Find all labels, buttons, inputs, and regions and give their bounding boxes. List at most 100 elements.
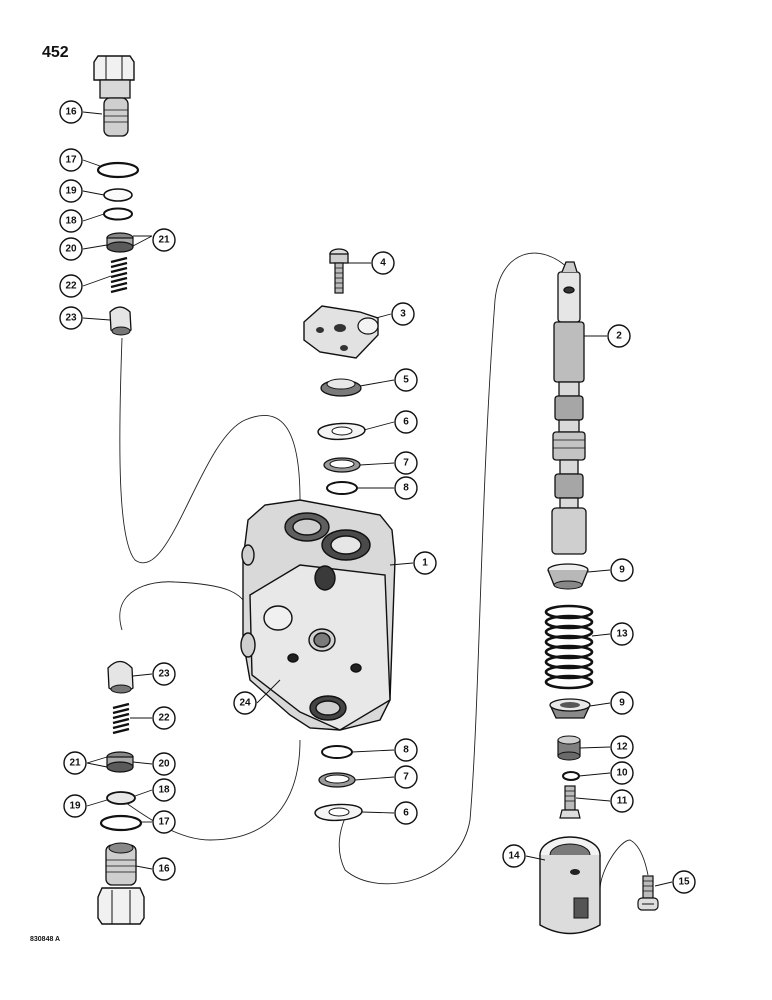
part-22-spring-top <box>110 256 128 294</box>
part-6-spacer-bottom <box>314 803 363 822</box>
part-16-plug-bottom <box>97 842 145 925</box>
part-20-21-seat-bottom <box>106 751 134 773</box>
callout-21a <box>152 228 176 252</box>
callout-10 <box>610 761 634 785</box>
part-10-washer <box>562 771 580 781</box>
part-16-plug-top <box>93 55 135 137</box>
callout-17a <box>59 148 83 172</box>
callout-label: 12 <box>616 742 628 753</box>
part-7-washer-bottom <box>318 772 356 788</box>
callout-9a <box>610 558 634 582</box>
part-9-spring-seat-bottom <box>549 698 591 719</box>
callout-4 <box>371 251 395 275</box>
part-20-21-seat-top <box>106 232 134 253</box>
callout-16b <box>152 857 176 881</box>
callout-label: 7 <box>403 458 409 469</box>
callout-label: 19 <box>65 186 77 197</box>
callout-label: 22 <box>65 281 77 292</box>
callout-label: 6 <box>403 417 409 428</box>
callout-18a <box>59 209 83 233</box>
callout-6b <box>394 801 418 825</box>
part-8-o-ring-bottom <box>321 745 353 759</box>
callout-label: 7 <box>403 772 409 783</box>
part-8-o-ring-top <box>326 481 358 495</box>
callout-label: 1 <box>422 558 428 569</box>
callout-15 <box>672 870 696 894</box>
part-19-18-ring-bottom <box>106 791 136 805</box>
callout-22b <box>152 706 176 730</box>
callout-8a <box>394 476 418 500</box>
callout-label: 11 <box>617 796 628 807</box>
callout-label: 3 <box>400 309 406 320</box>
part-2-spool <box>551 261 587 555</box>
callout-label: 23 <box>65 313 77 324</box>
callout-label: 10 <box>616 768 628 779</box>
page-number: 452 <box>42 44 69 61</box>
callout-label: 20 <box>65 244 77 255</box>
callout-label: 17 <box>158 817 170 828</box>
part-12-bushing <box>557 735 581 761</box>
figure-code: 830848 A <box>30 936 61 943</box>
callout-3 <box>391 302 415 326</box>
callout-17b <box>152 810 176 834</box>
callout-14 <box>502 844 526 868</box>
callout-9b <box>610 691 634 715</box>
callout-label: 18 <box>65 216 77 227</box>
callout-label: 24 <box>239 698 251 709</box>
callout-20a <box>59 237 83 261</box>
part-9-spring-seat-top <box>547 563 589 590</box>
callout-label: 23 <box>158 669 170 680</box>
part-19-backup-ring-top <box>103 188 133 202</box>
callout-5 <box>394 368 418 392</box>
callout-20b <box>152 752 176 776</box>
callout-label: 16 <box>158 864 170 875</box>
callout-7b <box>394 765 418 789</box>
assembly-guide-lines <box>119 252 649 891</box>
callout-8b <box>394 738 418 762</box>
callout-label: 22 <box>158 713 170 724</box>
callout-label: 21 <box>69 758 81 769</box>
part-13-spring <box>544 604 594 690</box>
callout-7a <box>394 451 418 475</box>
callout-21b <box>63 751 87 775</box>
callout-12 <box>610 735 634 759</box>
callout-label: 9 <box>619 565 625 576</box>
callout-label: 8 <box>403 483 409 494</box>
callout-23a <box>59 306 83 330</box>
callout-label: 16 <box>65 107 77 118</box>
part-11-bolt <box>559 785 581 819</box>
part-22-spring-bottom <box>112 702 130 735</box>
leader-lines <box>82 111 673 887</box>
part-3-retainer-block <box>303 305 379 359</box>
callout-19b <box>63 794 87 818</box>
callout-label: 17 <box>65 155 77 166</box>
part-23-poppet-bottom <box>107 660 134 694</box>
callout-13 <box>610 622 634 646</box>
callout-18b <box>152 778 176 802</box>
callout-23b <box>152 662 176 686</box>
part-1-valve-body <box>240 499 396 731</box>
part-17-o-ring-bottom <box>99 814 143 832</box>
callout-label: 19 <box>69 801 81 812</box>
callout-1 <box>413 551 437 575</box>
callout-label: 2 <box>616 331 622 342</box>
callout-16a <box>59 100 83 124</box>
callout-label: 14 <box>508 851 520 862</box>
callout-label: 18 <box>158 785 170 796</box>
part-14-cap <box>539 836 601 935</box>
callout-label: 13 <box>616 629 628 640</box>
callout-label: 21 <box>158 235 170 246</box>
callout-label: 9 <box>619 698 625 709</box>
callout-24 <box>233 691 257 715</box>
callout-label: 4 <box>380 258 386 269</box>
callout-label: 8 <box>403 745 409 756</box>
callout-11 <box>610 789 634 813</box>
callout-label: 15 <box>678 877 690 888</box>
part-5-seal <box>320 378 362 397</box>
part-6-spacer-top <box>317 422 366 441</box>
callout-22a <box>59 274 83 298</box>
part-4-screw <box>329 248 349 294</box>
part-18-o-ring-top <box>103 207 133 221</box>
part-7-washer-top <box>323 457 361 473</box>
